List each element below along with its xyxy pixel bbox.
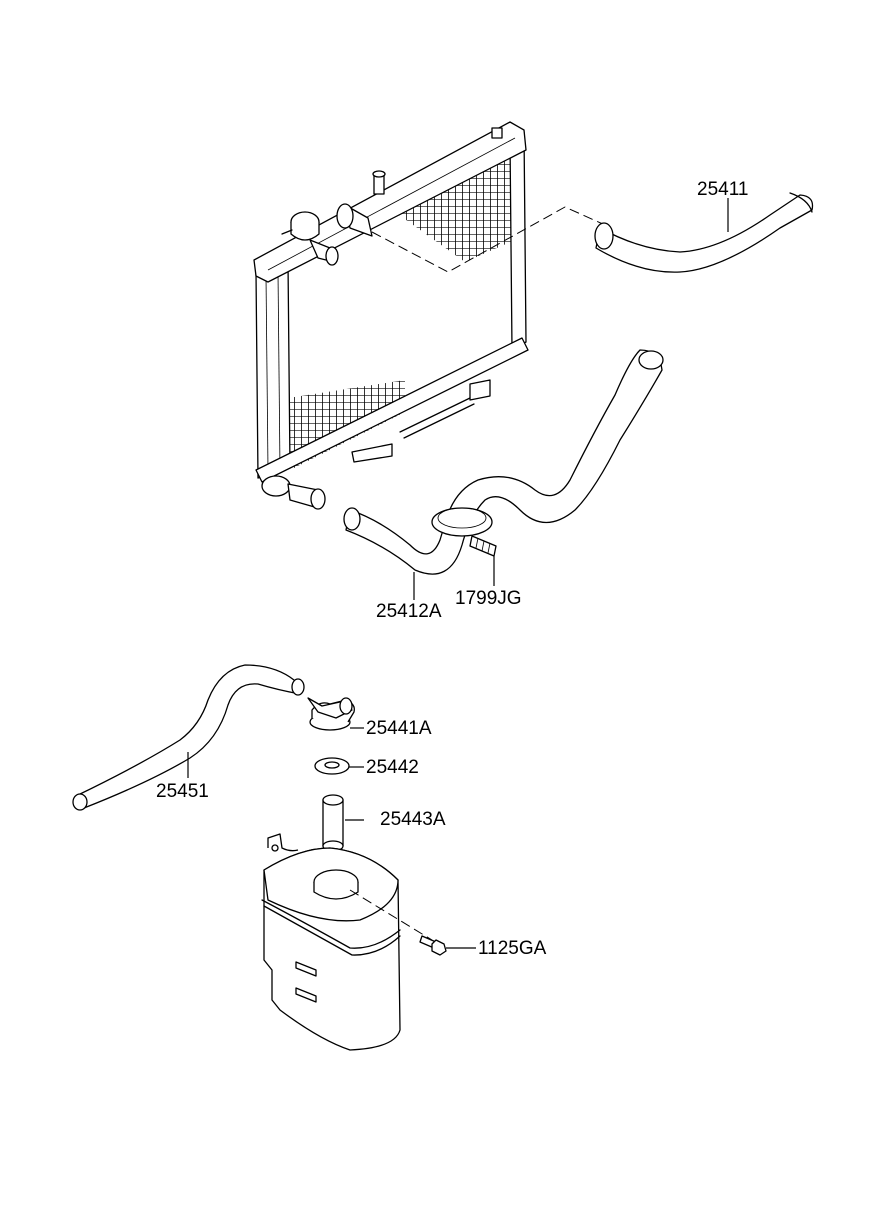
reservoir-cap-part (307, 697, 355, 731)
part-label-1799JG: 1799JG (455, 588, 522, 609)
overflow-hose (72, 664, 305, 811)
part-label-1125GA: 1125GA (478, 938, 547, 959)
upper-radiator-hose (594, 192, 814, 273)
part-label-25443A: 25443A (380, 809, 446, 830)
coolant-reservoir (261, 833, 401, 1051)
part-label-25442: 25442 (366, 757, 419, 778)
hose-clamp (431, 507, 497, 557)
connector-dashed-upper (371, 206, 606, 273)
reservoir-pipe-part (322, 794, 344, 852)
part-label-25441A: 25441A (366, 718, 432, 739)
part-label-25412A: 25412A (376, 601, 442, 622)
packing-part (314, 757, 350, 775)
bolt-part (419, 935, 447, 956)
radiator-fins-upper (395, 150, 515, 262)
connector-dashed-bolt (349, 889, 433, 941)
part-label-25451: 25451 (156, 781, 209, 802)
part-label-25411: 25411 (697, 179, 749, 200)
radiator (253, 121, 529, 510)
